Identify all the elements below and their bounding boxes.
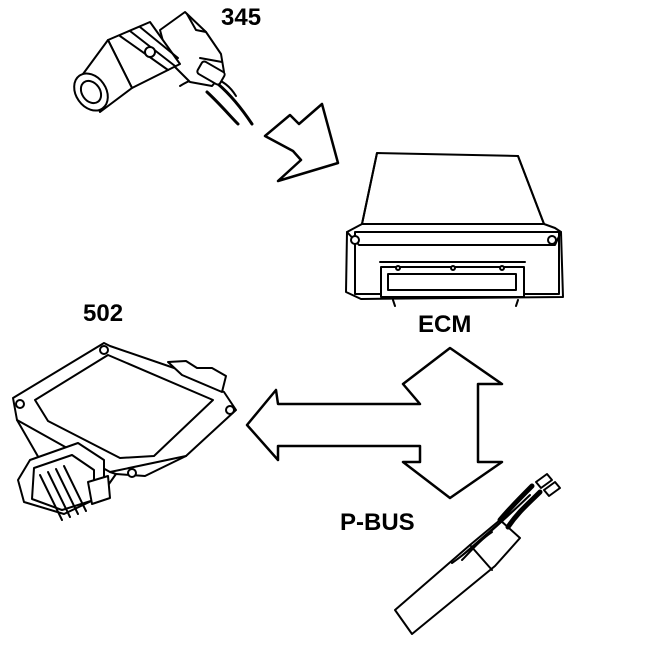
signal-arrow — [265, 104, 338, 181]
crankshaft-sensor-icon — [67, 12, 252, 124]
sensor-label: 345 — [221, 4, 262, 31]
ecm-unit-icon — [346, 153, 563, 306]
bus-label: P-BUS — [340, 509, 415, 536]
ecm-label: ECM — [418, 311, 472, 338]
module-label: 502 — [83, 300, 124, 327]
bus-cable-icon — [395, 474, 560, 634]
bus-arrows — [247, 348, 502, 498]
control-module-icon — [13, 343, 236, 520]
